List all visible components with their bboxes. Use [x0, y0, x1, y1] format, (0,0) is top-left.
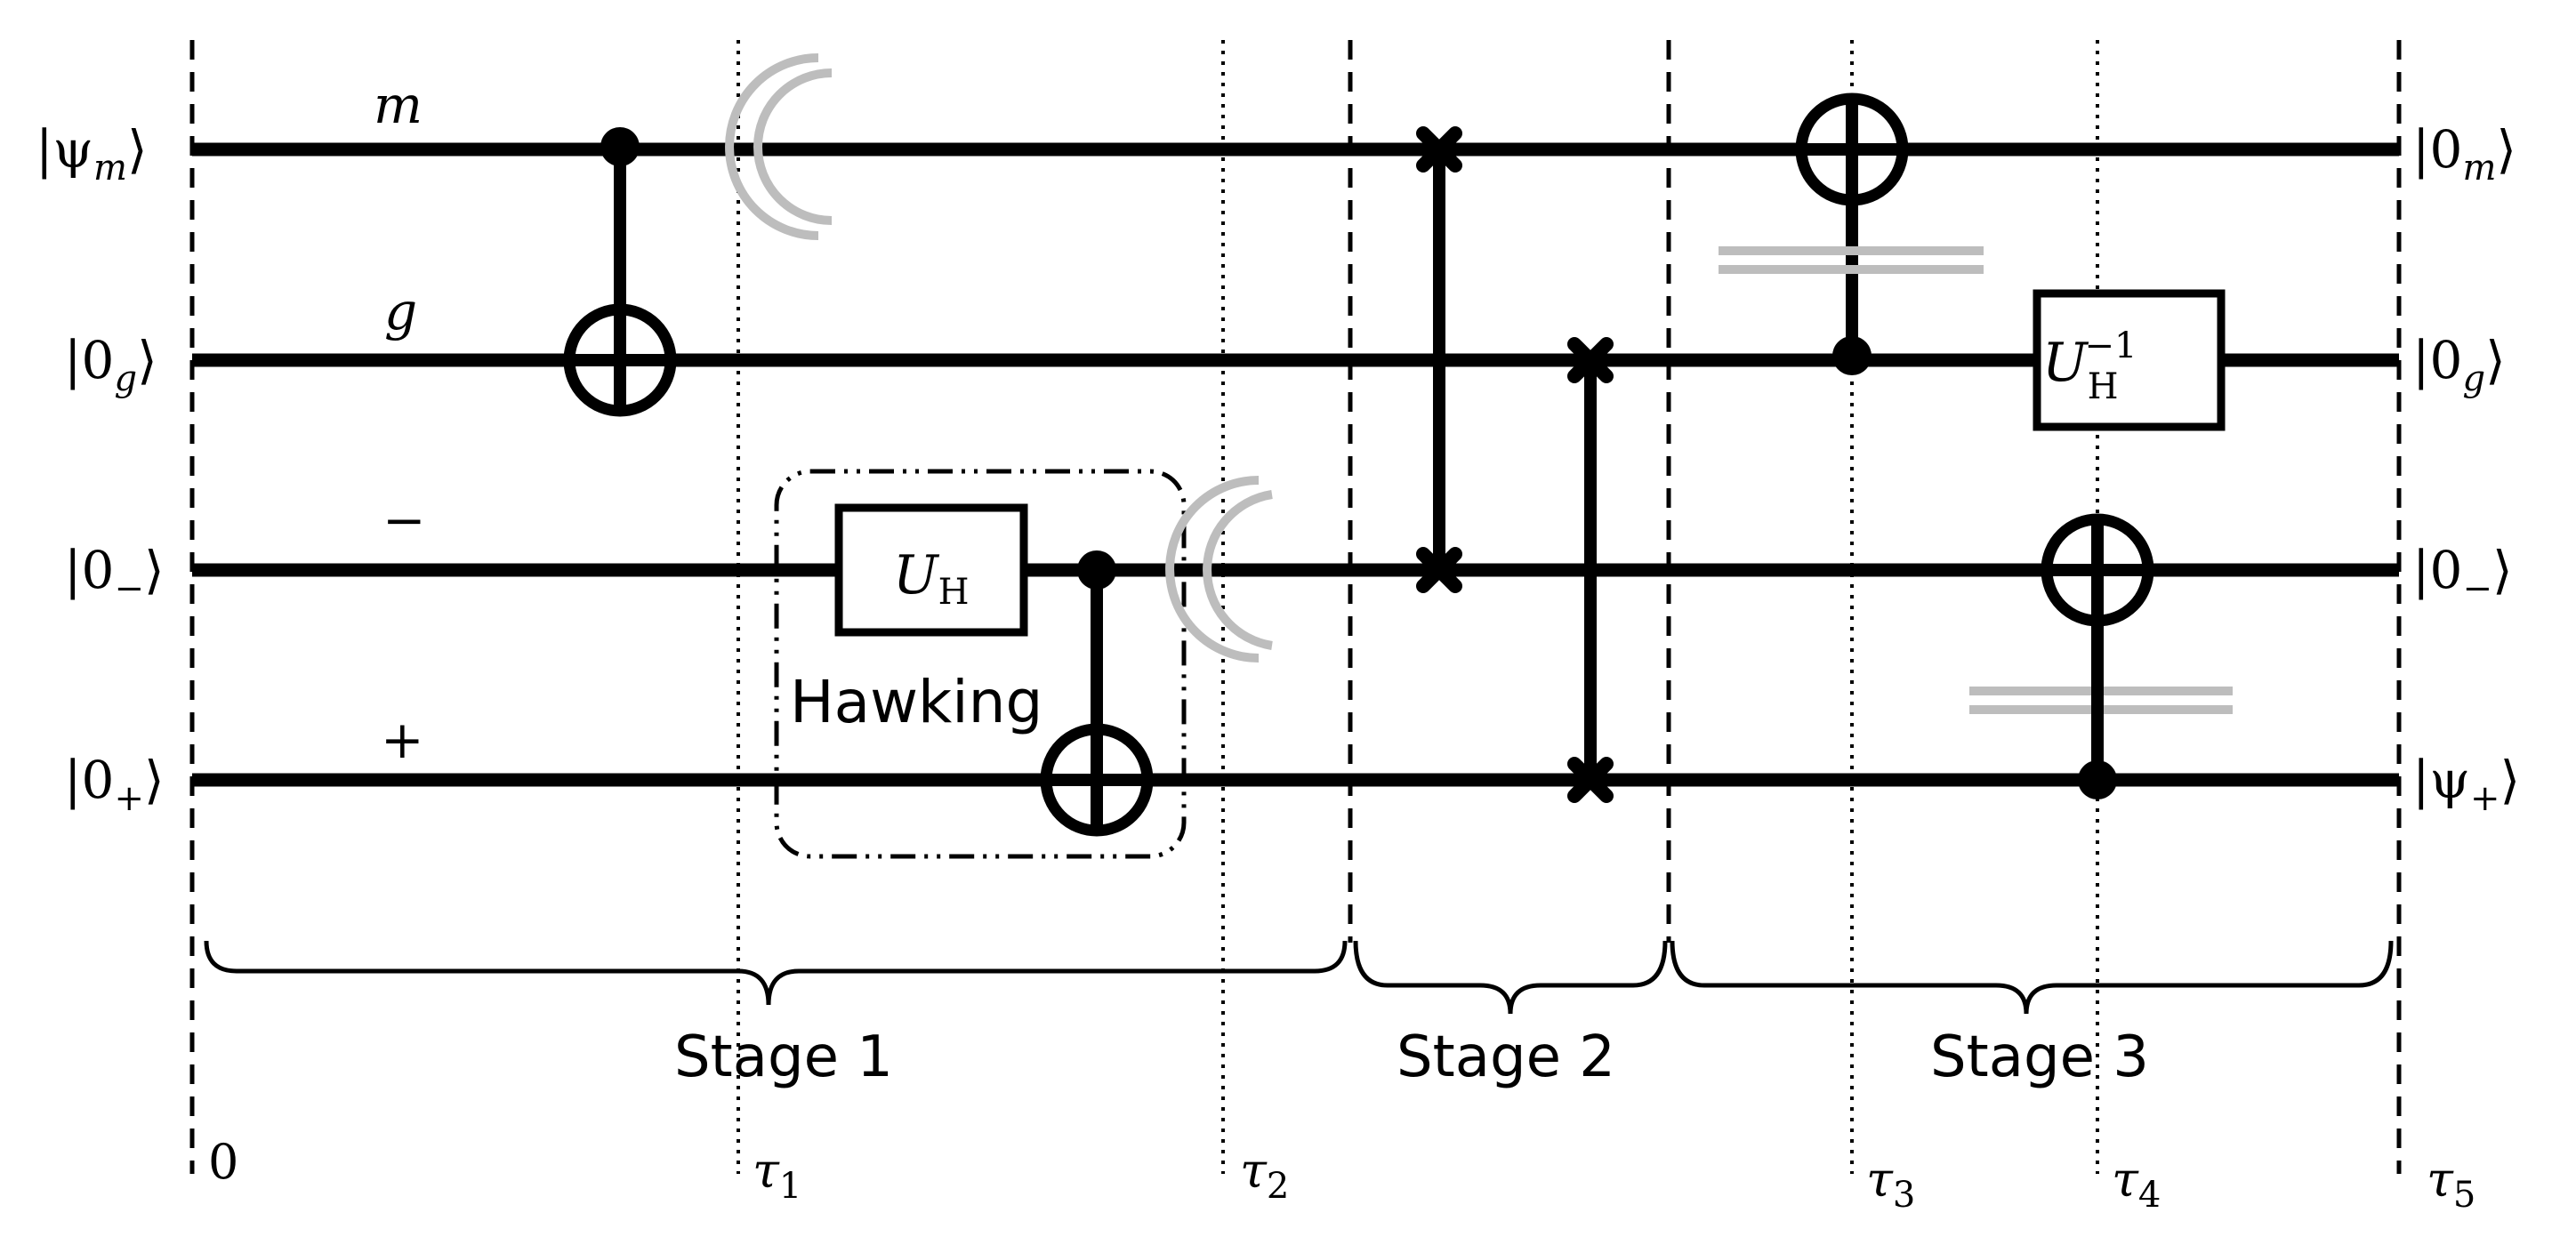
hawking-box	[774, 469, 1187, 859]
svg-text:UH−1: UH−1	[2042, 325, 2137, 407]
swap-cross-icon	[1416, 126, 1462, 173]
time-label-t1: τ1	[753, 1143, 801, 1207]
wire-label-minus: −	[382, 490, 426, 550]
input-ket-g: |0g⟩	[64, 330, 157, 399]
input-ket-plus: |0+⟩	[64, 750, 165, 819]
brace-stage2	[1353, 940, 1668, 1015]
brace-stage3	[1670, 940, 2394, 1015]
time-label-t4: τ4	[2112, 1152, 2161, 1216]
wire-label-g: g	[384, 281, 417, 341]
swap-g-plus	[1567, 337, 1614, 803]
cnot-plus-to-minus	[2041, 513, 2154, 799]
measurement-minus-icon	[1165, 476, 1273, 663]
stage1-label: Stage 1	[674, 1024, 893, 1090]
stage3-label: Stage 3	[1930, 1024, 2149, 1090]
input-ket-m: |ψm⟩	[36, 119, 148, 189]
output-ket-minus: |0−⟩	[2412, 540, 2513, 609]
decay-bar-stage3-top	[1719, 246, 1984, 274]
cnot-m-to-g	[563, 127, 677, 417]
wire-label-m: m	[374, 75, 423, 135]
time-label-t0: 0	[208, 1134, 238, 1190]
uh-inverse-gate: UH−1	[2033, 289, 2226, 431]
control-dot	[1832, 336, 1872, 375]
time-label-t3: τ3	[1866, 1152, 1915, 1216]
time-label-t2: τ2	[1240, 1143, 1289, 1207]
hawking-label: Hawking	[790, 668, 1042, 736]
control-dot	[2078, 760, 2117, 799]
uh-gate: UH	[834, 503, 1028, 637]
cnot-g-to-m	[1795, 92, 1909, 375]
swap-cross-icon	[1567, 757, 1614, 803]
output-ket-plus: |ψ+⟩	[2412, 750, 2520, 819]
stage2-label: Stage 2	[1397, 1024, 1615, 1090]
swap-cross-icon	[1416, 547, 1462, 593]
input-ket-minus: |0−⟩	[64, 540, 165, 609]
swap-cross-icon	[1567, 337, 1614, 383]
swap-m-minus	[1416, 126, 1462, 593]
cnot-minus-to-plus	[1040, 550, 1154, 837]
measurement-m-icon	[725, 53, 833, 240]
brace-stage1	[204, 940, 1348, 1006]
time-label-t5: τ5	[2427, 1152, 2475, 1216]
control-dot	[1077, 550, 1116, 590]
wire-label-plus: +	[381, 710, 424, 770]
output-ket-m: |0m⟩	[2412, 119, 2516, 189]
output-ket-g: |0g⟩	[2412, 330, 2506, 399]
svg-text:UH: UH	[893, 544, 969, 613]
control-dot	[600, 127, 640, 166]
